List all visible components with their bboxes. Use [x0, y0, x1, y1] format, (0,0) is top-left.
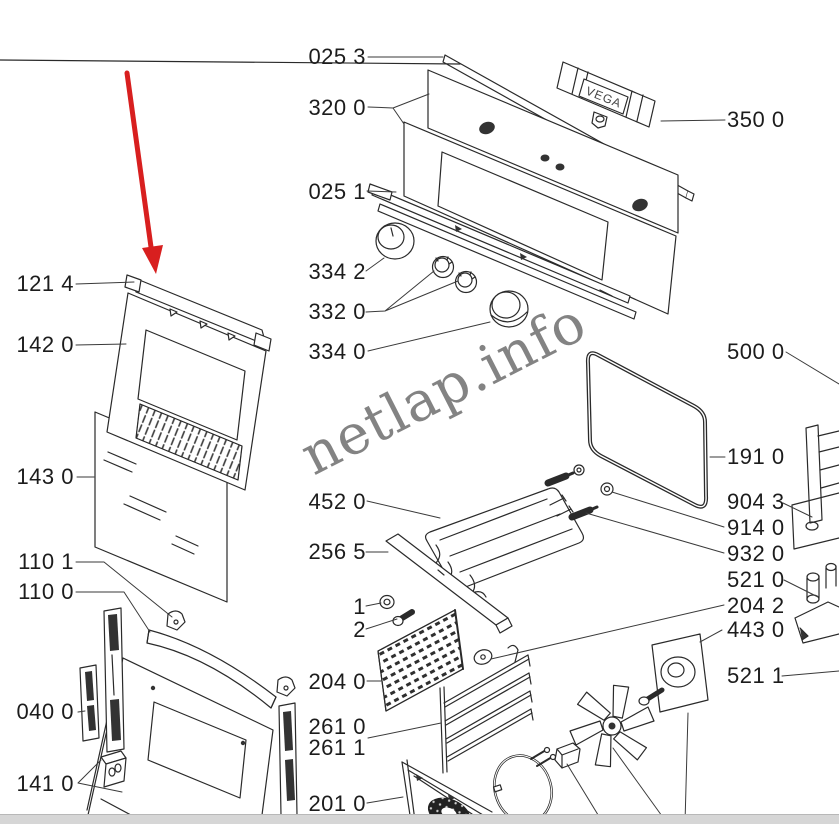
gasket-nut-a: [574, 465, 584, 475]
part-label-261-0: 261 0: [308, 714, 366, 739]
gasket-nut-b-9140: [601, 483, 613, 495]
part-label-121-4: 121 4: [16, 271, 74, 296]
item-label-2: 2: [353, 617, 366, 642]
part-label-334-0: 334 0: [308, 339, 366, 364]
part-label-191-0: 191 0: [727, 444, 785, 469]
catalytic-panel-2040: [378, 610, 463, 711]
part-label-932-0: 932 0: [727, 541, 785, 566]
control-panel-front-glass-3200: [404, 122, 676, 314]
large-knob-3340: [490, 291, 528, 327]
mounting-plate-5210: [795, 564, 839, 644]
door-top-trim-1214: [125, 275, 271, 351]
leader-lines: [76, 57, 839, 823]
part-label-443-0: 443 0: [727, 617, 785, 642]
washer-item1: [380, 596, 394, 609]
horizontal-scrollbar[interactable]: [0, 814, 839, 824]
bolt-item2: [393, 612, 412, 626]
door-outer-panel-1420: [107, 293, 266, 490]
part-label-025-3: 025 3: [308, 44, 366, 69]
part-label-040-0: 040 0: [16, 699, 74, 724]
item-label-1: 1: [353, 594, 366, 619]
part-label-334-2: 334 2: [308, 259, 366, 284]
part-label-143-0: 143 0: [16, 464, 74, 489]
part-label-350-0: 350 0: [727, 107, 785, 132]
gasket-screw-b-9320: [572, 507, 597, 517]
part-label-025-1: 025 1: [308, 179, 366, 204]
spacer-block: [555, 743, 580, 768]
handle-clip-left-1101: [167, 611, 185, 630]
bracket-assembly-9043: [792, 425, 839, 549]
part-label-320-0: 320 0: [308, 95, 366, 120]
part-label-261-1: 261 1: [308, 735, 366, 760]
part-label-521-0: 521 0: [727, 567, 785, 592]
control-panel-back-3200: [428, 70, 678, 233]
shelf-rack-2610-2611: [440, 645, 533, 773]
thermostat-dial-3342: [376, 223, 414, 259]
small-knob-3320-a: [433, 257, 454, 278]
part-label-500-0: 500 0: [727, 339, 785, 364]
panel-bottom-rail-0251: [368, 184, 636, 319]
hinge-arm-right-side: [279, 703, 297, 815]
part-label-904-3: 904 3: [727, 489, 785, 514]
fan-motor-4430: [639, 634, 708, 712]
part-label-452-0: 452 0: [308, 489, 366, 514]
circular-heating-element: [486, 748, 560, 824]
part-label-521-1: 521 1: [727, 663, 785, 688]
gasket-screw-a: [548, 473, 573, 483]
small-knob-3320-b: [456, 272, 477, 293]
door-lock-block: [101, 751, 126, 787]
fixing-clip-2042: [472, 647, 494, 666]
part-label-204-0: 204 0: [308, 669, 366, 694]
red-callout-arrow: [127, 73, 163, 274]
fan-blade: [570, 680, 654, 772]
door-hinge-right-0400: [104, 608, 124, 752]
part-label-201-0: 201 0: [308, 791, 366, 816]
part-label-204-2: 204 2: [727, 593, 785, 618]
handle-clip-right-1101: [277, 677, 295, 696]
part-label-110-1: 110 1: [18, 549, 74, 574]
part-label-142-0: 142 0: [16, 332, 74, 357]
door-gasket-1910: [588, 353, 706, 507]
door-hinge-left-0400: [80, 665, 99, 741]
vega-badge-3500: VEGA: [557, 62, 655, 128]
part-label-256-5: 256 5: [308, 539, 366, 564]
part-label-141-0: 141 0: [16, 771, 74, 796]
part-label-332-0: 332 0: [308, 299, 366, 324]
part-label-110-0: 110 0: [18, 579, 74, 604]
part-label-914-0: 914 0: [727, 515, 785, 540]
front-bar-2565: [386, 534, 512, 633]
door-handle-1100: [147, 630, 276, 708]
